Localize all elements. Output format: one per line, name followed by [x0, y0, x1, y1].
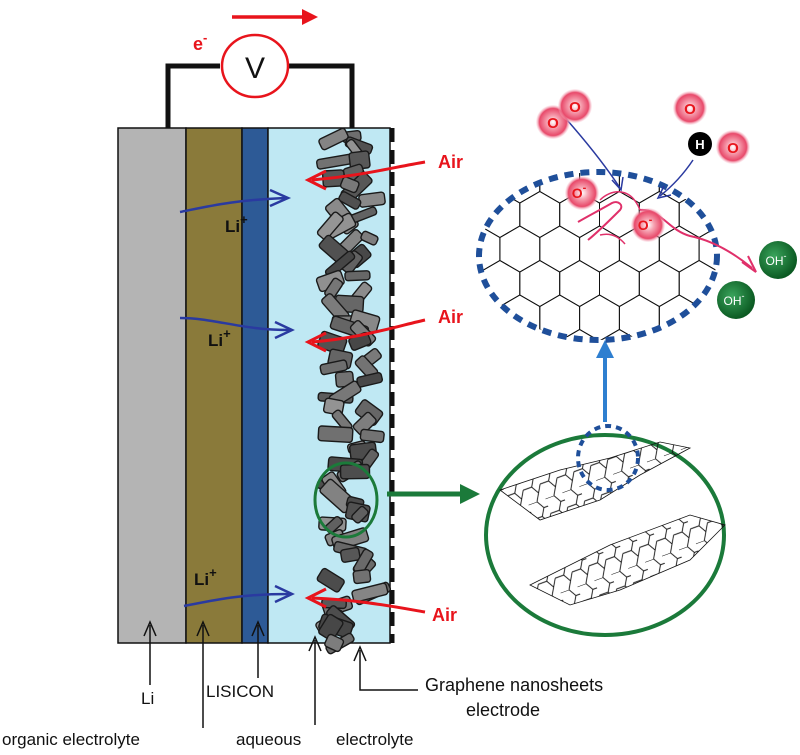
graphene-nanosheet [360, 230, 379, 246]
lattice-hexagon [500, 364, 540, 410]
lattice-zoom-circle [476, 169, 720, 343]
lattice-hexagon [678, 328, 717, 340]
adsorbed-oxygen-right: O- [631, 208, 665, 242]
graphene-nanosheet [318, 127, 349, 151]
zoom-arrow-green [387, 484, 480, 504]
lattice-hexagon [599, 328, 640, 340]
lattice-hexagon [719, 330, 759, 376]
graphene-nanosheet [318, 613, 344, 642]
lattice-hexagon [739, 364, 779, 410]
air-label-top: Air [438, 152, 463, 172]
air-arrow-top [304, 160, 426, 191]
li-ion-arrow-top [179, 188, 292, 214]
graphene-nanosheet [339, 176, 360, 194]
zoom-arrow-blue [596, 340, 614, 422]
label-lisicon: LISICON [206, 682, 274, 701]
lisicon-pointer [251, 620, 265, 678]
li-ion-label-top: Li+ [225, 212, 248, 236]
oxygen-molecule: O O [536, 89, 592, 139]
graphene-nanosheet [324, 633, 345, 653]
graphene-sheet-upper [500, 442, 690, 520]
graphene-nanosheet [358, 191, 386, 208]
hydroxide-ion-upper: OH- [759, 241, 797, 279]
adsorbed-oxygen-left: O- [565, 176, 599, 210]
lattice-hexagon [540, 364, 580, 410]
graphene-nanosheet [316, 211, 344, 241]
svg-text:O: O [684, 101, 696, 118]
label-aqueous: aqueous [236, 730, 301, 749]
electron-label: e- [193, 30, 207, 54]
lattice-hexagon [659, 364, 699, 410]
graphene-sheet-upper-outline [499, 441, 692, 521]
graphene-nanosheet [338, 191, 362, 210]
graphene-sheet-lower-outline [529, 514, 726, 606]
aqueous-electrolyte-pointer [308, 635, 322, 725]
lattice-hexagon [580, 364, 620, 410]
label-organic-electrolyte: organic electrolyte [2, 730, 140, 749]
svg-text:OH-: OH- [724, 291, 745, 308]
hydroxide-ion-lower: OH- [717, 281, 755, 319]
water-molecule: O O H [673, 91, 750, 164]
graphene-nanosheet [344, 270, 371, 282]
svg-text:O: O [569, 99, 581, 116]
air-arrow-bottom [304, 587, 426, 614]
lattice-hexagon [759, 192, 799, 238]
lattice-hexagon [460, 364, 500, 410]
graphene-nanosheet [352, 568, 372, 585]
lattice-hexagon [699, 364, 739, 410]
label-li: Li [141, 689, 154, 708]
li-ion-arrow-middle [179, 316, 295, 340]
electrode-zoom-marker [313, 461, 379, 539]
label-graphene-line1: Graphene nanosheets [425, 675, 603, 695]
air-arrow-middle [304, 318, 426, 353]
lisicon-layer [241, 127, 269, 644]
li-ion-label-bottom: Li+ [194, 565, 217, 589]
lithium-anode-layer [117, 127, 187, 644]
lattice-hexagon [759, 330, 799, 376]
graphene-nanosheet [317, 330, 348, 356]
graphene-nanosheet [352, 411, 377, 436]
graphene-nanosheet [319, 359, 349, 376]
voltmeter-symbol: V [245, 52, 265, 85]
lattice-hexagon [519, 328, 561, 340]
air-label-bottom: Air [432, 605, 457, 625]
graphene-nanosheet [339, 547, 361, 563]
organic-electrolyte-layer [185, 127, 243, 644]
graphene-sheet-lower [530, 515, 725, 605]
graphene-nanosheet [317, 425, 354, 444]
lattice-hexagon [638, 328, 680, 340]
electron-flow-arrow [232, 9, 318, 25]
lattice-hexagon [619, 364, 659, 410]
voltmeter: V [220, 33, 290, 99]
lattice-hexagon [739, 157, 779, 203]
graphene-nanosheet [351, 582, 389, 603]
external-circuit [165, 63, 355, 128]
lattice-hexagon [479, 172, 501, 204]
lattice-zoom-marker [576, 424, 640, 492]
svg-text:O-: O- [638, 214, 653, 233]
graphene-nanosheet [351, 505, 369, 524]
svg-text:O: O [727, 140, 739, 157]
li-ion-arrow-bottom [183, 584, 295, 608]
svg-text:O: O [547, 115, 559, 132]
label-graphene-line2: electrode [466, 700, 540, 720]
graphene-electrode-pointer [353, 645, 418, 691]
label-electrolyte: electrolyte [336, 730, 413, 749]
svg-text:OH-: OH- [766, 251, 787, 268]
svg-text:O-: O- [572, 182, 587, 201]
organic-electrolyte-pointer [196, 620, 210, 728]
lattice-hexagon [479, 328, 521, 340]
air-label-middle: Air [438, 307, 463, 327]
li-ion-label-middle: Li+ [208, 326, 231, 350]
graphene-nanosheet [316, 567, 345, 593]
lattice-hexagon [479, 294, 501, 340]
lattice-hexagon [719, 192, 759, 238]
graphene-nanosheet [359, 428, 385, 444]
svg-text:H: H [695, 137, 704, 152]
lattice-hexagon [559, 328, 600, 340]
graphene-nanosheets-electrode [315, 127, 392, 655]
li-pointer [143, 620, 157, 685]
